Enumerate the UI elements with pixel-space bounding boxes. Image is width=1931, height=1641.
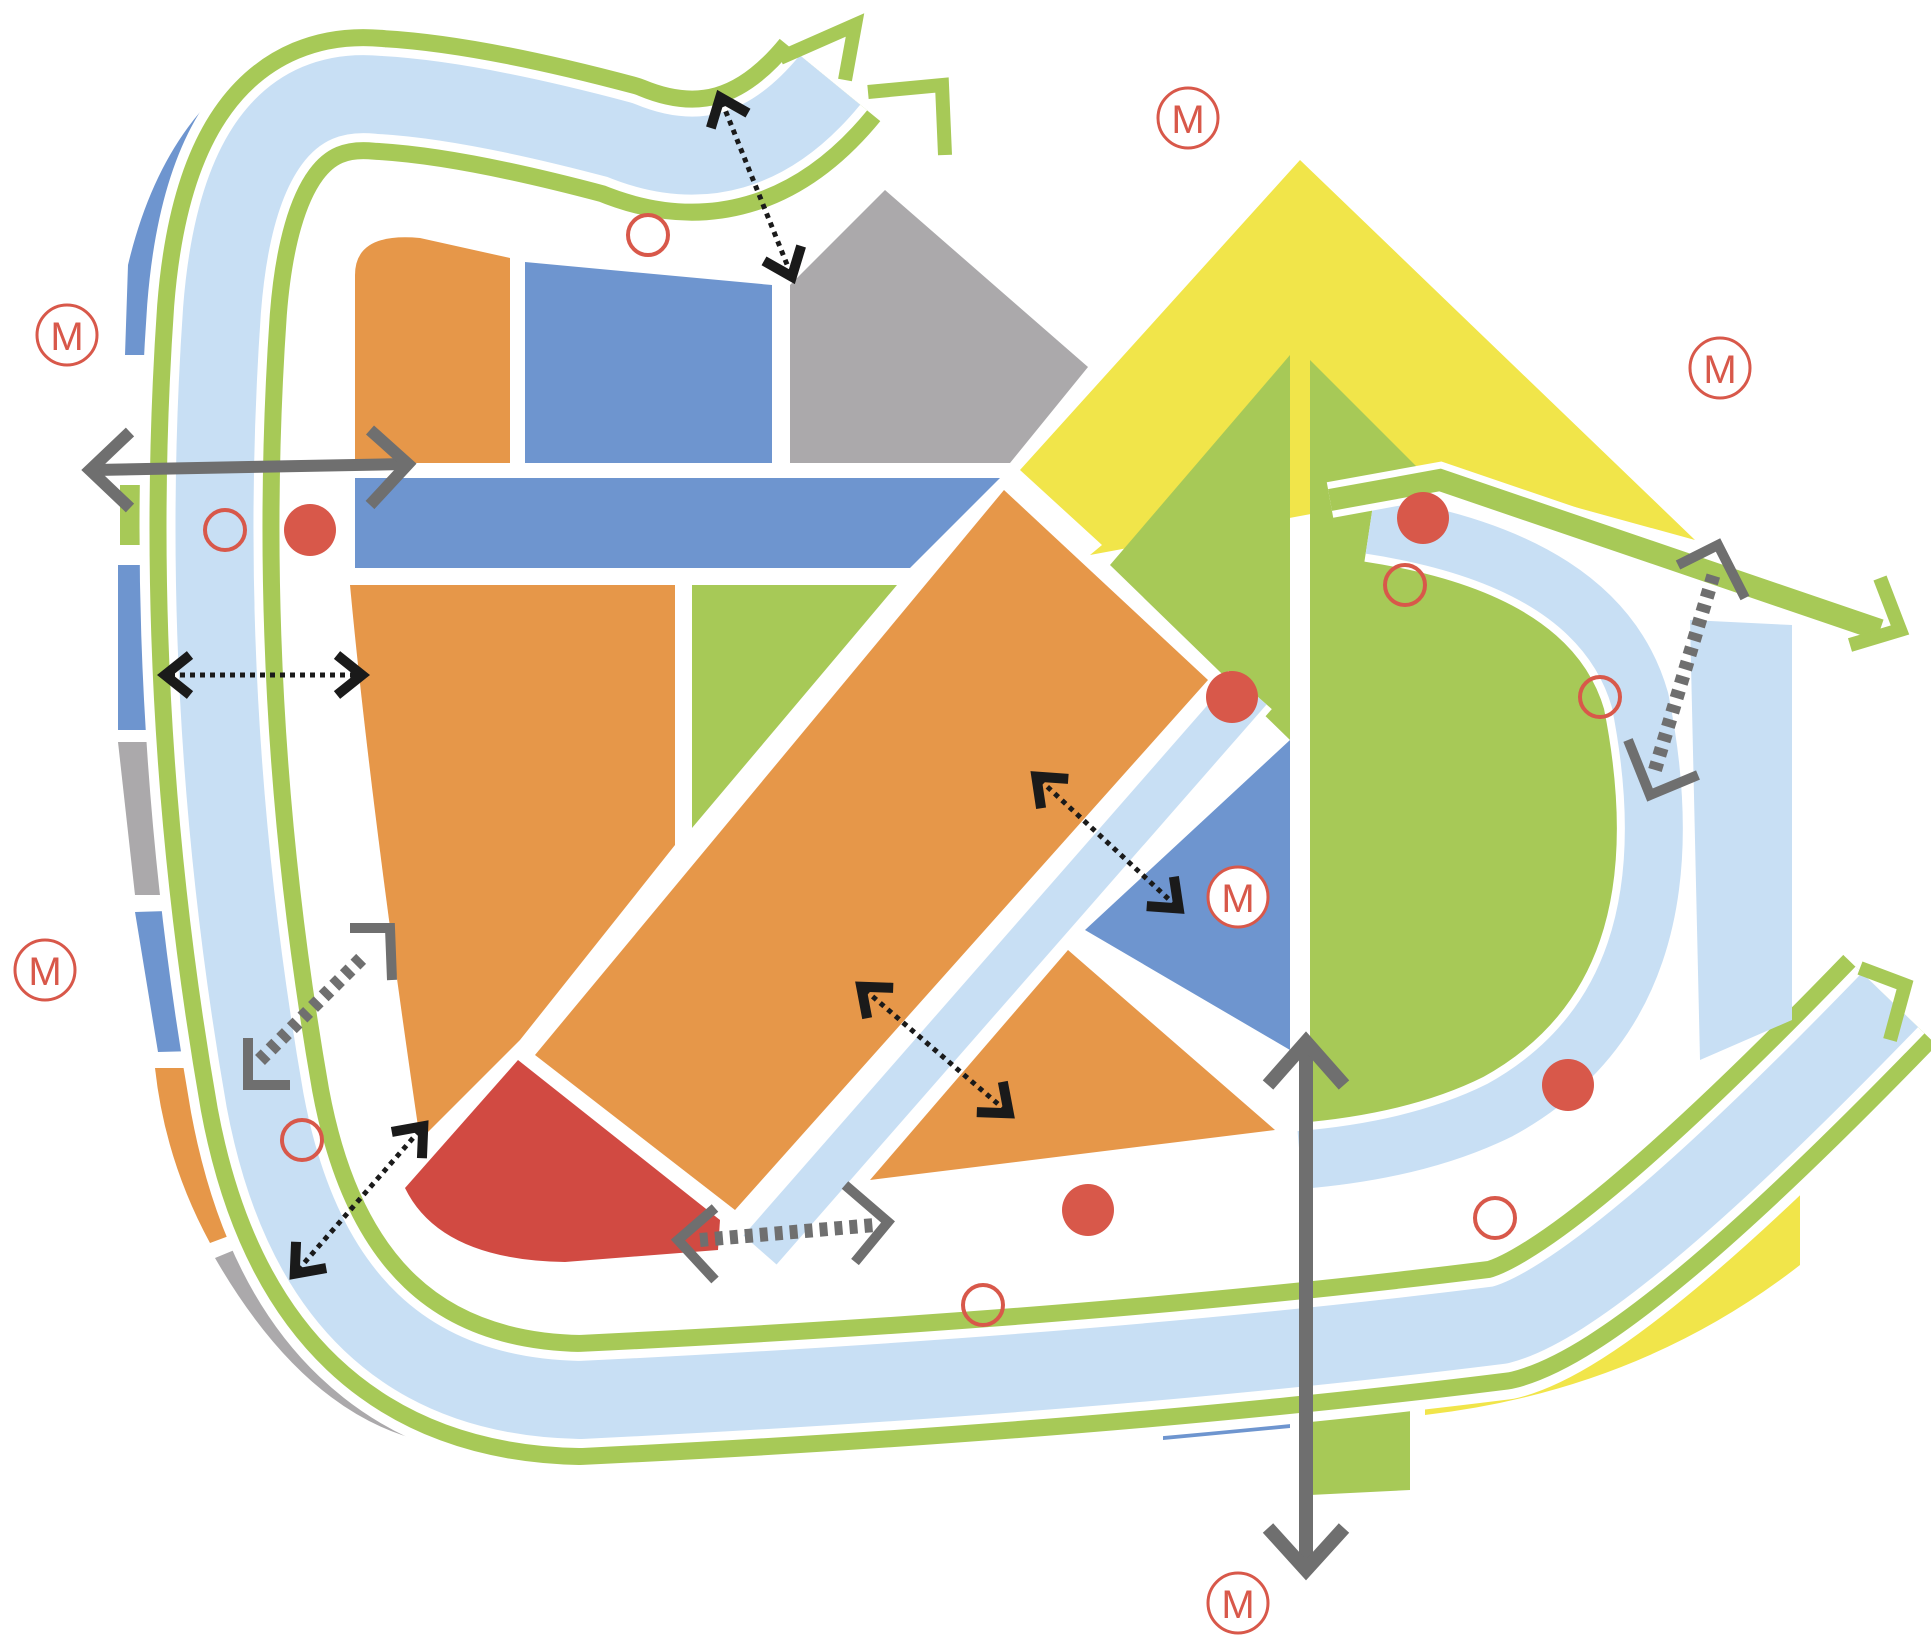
green-arrow-east	[1847, 575, 1910, 652]
dotted-link	[1030, 771, 1185, 914]
commercial-block	[525, 262, 772, 463]
lake	[1297, 496, 1683, 1189]
metro-station-marker: M	[1688, 336, 1752, 400]
connection-arrow-south-head-top	[1262, 1031, 1350, 1090]
metro-label: M	[1171, 98, 1204, 142]
bridge-link	[255, 950, 370, 1065]
major-node-marker	[284, 504, 336, 556]
minor-node-marker	[626, 213, 670, 257]
metro-label: M	[50, 315, 83, 359]
circulation-arrows	[81, 425, 1750, 1581]
minor-node-marker	[203, 508, 247, 552]
residential-block	[535, 490, 1208, 1210]
metro-station-marker: M	[1156, 86, 1220, 150]
metro-label: M	[1221, 1583, 1254, 1627]
pedestrian-links	[156, 89, 1185, 1280]
bridge-link-head	[670, 1204, 719, 1284]
nodes	[203, 213, 1622, 1327]
minor-node-marker	[1473, 1196, 1517, 1240]
metro-station-marker: M	[1206, 865, 1270, 929]
connection-arrow-south-head-bottom	[1262, 1523, 1350, 1581]
bridge-link	[1648, 567, 1722, 773]
commercial-block	[355, 478, 1000, 568]
bridge-link-head	[350, 923, 397, 981]
bridge-link-head	[1675, 538, 1750, 601]
minor-node-marker	[961, 1283, 1005, 1327]
river-and-greenway	[139, 19, 1931, 1475]
major-node-marker	[1542, 1059, 1594, 1111]
greenway-arrows	[777, 13, 1914, 1042]
metro-label: M	[1703, 348, 1736, 392]
connection-arrow-west-head	[81, 427, 135, 513]
residential-block	[870, 950, 1275, 1180]
metro-label: M	[1221, 877, 1254, 921]
minor-node-marker	[280, 1118, 324, 1162]
red-block	[405, 1060, 720, 1262]
bridge-link-head	[1623, 738, 1700, 802]
major-node-marker	[1206, 671, 1258, 723]
minor-node-marker	[1383, 563, 1427, 607]
dotted-link	[706, 89, 806, 285]
dotted-link	[855, 981, 1015, 1119]
connection-arrow-west	[94, 458, 406, 476]
green-arrow-north	[867, 77, 952, 156]
connection-arrow-east-head	[365, 425, 417, 510]
residential-block	[355, 237, 510, 463]
lake-east	[1690, 620, 1792, 1060]
green-block	[692, 585, 897, 828]
yellow-block	[1020, 160, 1695, 555]
commercial-block	[1085, 740, 1290, 1050]
major-node-marker	[1397, 492, 1449, 544]
bridge-link-head	[243, 1038, 290, 1090]
green-park-block	[1110, 355, 1290, 740]
residential-block	[350, 585, 675, 1140]
metro-station-marker: M	[35, 303, 99, 367]
bridge-link-head	[841, 1181, 895, 1266]
dotted-link	[289, 1120, 429, 1280]
metro-station-marker: M	[13, 938, 77, 1002]
major-node-marker	[1062, 1184, 1114, 1236]
metro-station-marker: M	[1206, 1571, 1270, 1635]
river	[175, 54, 1919, 1439]
green-arrow-north	[777, 13, 865, 82]
metro-stations: M M M M M M	[13, 86, 1752, 1635]
minor-node-marker	[1578, 675, 1622, 719]
industrial-block	[790, 190, 1088, 463]
green-arrow-southeast	[1857, 961, 1914, 1042]
metro-label: M	[28, 950, 61, 994]
